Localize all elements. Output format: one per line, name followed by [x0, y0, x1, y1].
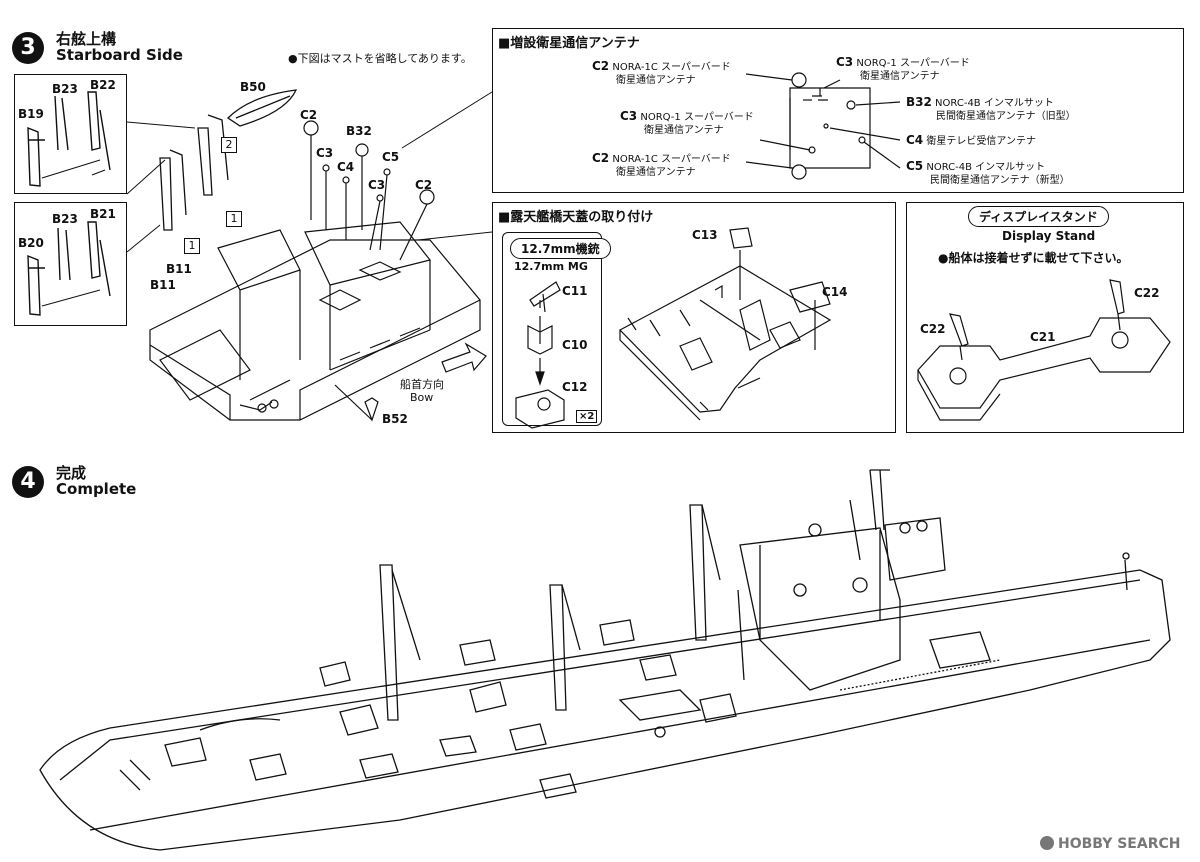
- mg-inset-box: [502, 232, 602, 426]
- antenna-code: C4: [906, 133, 924, 147]
- label-b21: B21: [90, 207, 116, 221]
- antenna-item-c3-top: C3 NORQ-1 スーパーバード 衛星通信アンテナ: [836, 56, 970, 83]
- antenna-item-c2-top: C2 NORA-1C スーパーバード 衛星通信アンテナ: [592, 60, 731, 87]
- antenna-text2: 衛星通信アンテナ: [616, 75, 696, 86]
- step-4-badge: 4: [12, 466, 44, 498]
- antenna-code: C5: [906, 159, 924, 173]
- step-3-note: ●下図はマストを省略してあります。: [288, 52, 472, 65]
- antenna-item-c2-bottom: C2 NORA-1C スーパーバード 衛星通信アンテナ: [592, 152, 731, 179]
- boat-b50: [226, 89, 298, 127]
- step-3-title-en: Starboard Side: [56, 46, 183, 64]
- antenna-code: C2: [592, 151, 610, 165]
- label-c3-left: C3: [316, 146, 334, 160]
- antenna-text2: 民間衛星通信アンテナ（旧型）: [936, 111, 1076, 122]
- watermark-text: HOBBY SEARCH: [1058, 836, 1181, 852]
- antenna-text1: NORA-1C スーパーバード: [612, 154, 731, 165]
- display-stand-title-en: Display Stand: [1002, 229, 1096, 243]
- label-c11: C11: [562, 284, 588, 298]
- display-stand-title-jp: ディスプレイスタンド: [968, 206, 1109, 227]
- label-b52: B52: [382, 412, 408, 426]
- label-b11-bottom: B11: [150, 278, 176, 292]
- step-3-badge: 3: [12, 32, 44, 64]
- mg-title-en: 12.7mm MG: [514, 260, 588, 273]
- label-b11-top: B11: [166, 262, 192, 276]
- label-b19: B19: [18, 107, 44, 121]
- label-c2-left: C2: [300, 108, 318, 122]
- antenna-item-c3-mid: C3 NORQ-1 スーパーバード 衛星通信アンテナ: [620, 110, 754, 137]
- antenna-text2: 衛星通信アンテナ: [644, 125, 724, 136]
- part-b52: [334, 384, 379, 422]
- antenna-box-title: ■増設衛星通信アンテナ: [498, 36, 640, 51]
- step-4-title-jp: 完成: [56, 464, 87, 482]
- display-stand-note: ●船体は接着せずに載せて下さい。: [938, 251, 1129, 265]
- antenna-text2: 衛星通信アンテナ: [860, 71, 940, 82]
- callout-1-left: 1: [184, 238, 200, 254]
- antenna-text1: NORC-4B インマルサット: [935, 98, 1054, 109]
- label-c2-right: C2: [415, 178, 433, 192]
- antenna-code: C3: [620, 109, 638, 123]
- label-c13: C13: [692, 228, 718, 242]
- label-b32: B32: [346, 124, 372, 138]
- label-b23-top: B23: [52, 82, 78, 96]
- label-b23-bottom: B23: [52, 212, 78, 226]
- label-c22-left: C22: [920, 322, 946, 336]
- label-b50: B50: [240, 80, 266, 94]
- crane-parts-b20-b21-b23: [27, 221, 111, 316]
- label-c3-right: C3: [368, 178, 386, 192]
- label-c5: C5: [382, 150, 400, 164]
- callout-1-right: 1: [226, 211, 242, 227]
- antenna-text1: 衛星テレビ受信アンテナ: [926, 136, 1036, 147]
- crane-parts-b19-b22-b23: [27, 91, 111, 187]
- antenna-text1: NORQ-1 スーパーバード: [640, 112, 754, 123]
- label-c14: C14: [822, 285, 848, 299]
- antenna-text2: 衛星通信アンテナ: [616, 167, 696, 178]
- step-3-title-jp: 右舷上構: [56, 30, 117, 48]
- display-stand-box: [906, 202, 1184, 433]
- mg-inset-drawing: [515, 281, 565, 429]
- label-c4: C4: [337, 160, 355, 174]
- antenna-item-b32: B32 NORC-4B インマルサット 民間衛星通信アンテナ（旧型）: [906, 96, 1076, 123]
- bridge-canopy-diagram: [619, 227, 832, 421]
- antenna-text1: NORA-1C スーパーバード: [612, 62, 731, 73]
- antenna-item-c4: C4 衛星テレビ受信アンテナ: [906, 134, 1036, 148]
- antenna-text1: NORQ-1 スーパーバード: [856, 58, 970, 69]
- step-4-title-en: Complete: [56, 480, 137, 498]
- cranes-on-superstructure: [159, 114, 229, 231]
- label-b22: B22: [90, 78, 116, 92]
- antenna-plate-diagram: [745, 72, 901, 180]
- antenna-item-c5: C5 NORC-4B インマルサット 民間衛星通信アンテナ（新型）: [906, 160, 1070, 187]
- antenna-code: C3: [836, 55, 854, 69]
- label-c12: C12: [562, 380, 588, 394]
- mg-title-pill: 12.7mm機銃: [510, 238, 611, 259]
- antenna-text1: NORC-4B インマルサット: [926, 162, 1046, 173]
- display-stand-diagram: [917, 279, 1171, 421]
- callout-2: 2: [221, 137, 237, 153]
- crane-detail-box-1: [14, 74, 127, 194]
- antenna-box: [492, 28, 1184, 193]
- crane-detail-box-2: [14, 202, 127, 326]
- antenna-text2: 民間衛星通信アンテナ（新型）: [930, 175, 1070, 186]
- qty-x2: ×2: [576, 410, 598, 423]
- watermark-logo-icon: [1040, 836, 1054, 850]
- superstructure-isometric: [149, 221, 481, 421]
- label-c21: C21: [1030, 330, 1056, 344]
- completed-ship: [39, 469, 1171, 851]
- bow-label-en: Bow: [410, 391, 434, 404]
- antenna-code: C2: [592, 59, 610, 73]
- bridge-canopy-title: ■露天艦橋天蓋の取り付け: [498, 210, 654, 225]
- step3-antennas: [303, 120, 435, 261]
- bridge-canopy-box: [492, 202, 896, 433]
- watermark: HOBBY SEARCH: [1040, 836, 1180, 852]
- antenna-code: B32: [906, 95, 932, 109]
- label-c10: C10: [562, 338, 588, 352]
- bow-direction-arrow: [441, 342, 487, 373]
- bow-label-jp: 船首方向: [400, 378, 444, 391]
- label-c22-right: C22: [1134, 286, 1160, 300]
- label-b20: B20: [18, 236, 44, 250]
